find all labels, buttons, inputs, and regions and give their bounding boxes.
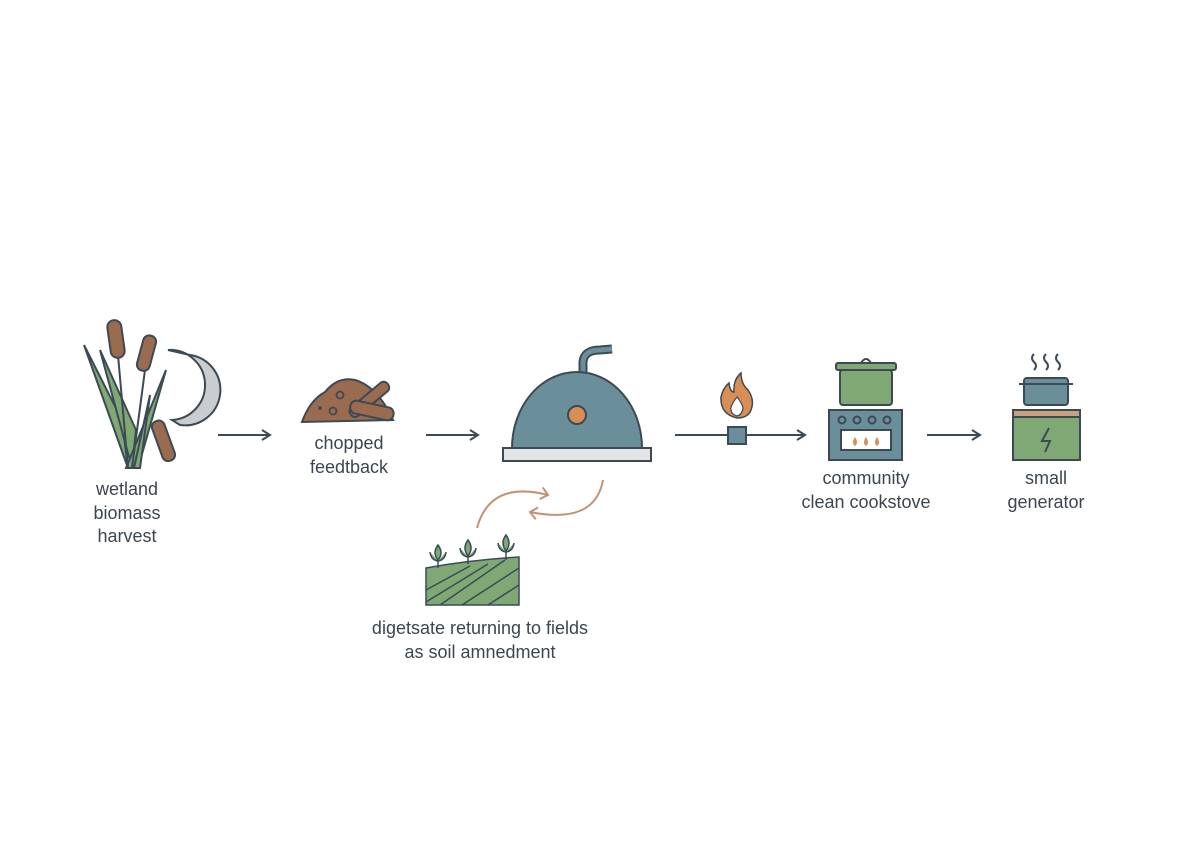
label-line: generator (1007, 491, 1085, 512)
label-line: wetland (95, 479, 159, 499)
gas-flame-valve-icon (675, 371, 807, 445)
label-line: biomass (93, 502, 161, 523)
biogas-digester-dome-icon (502, 344, 652, 462)
label-line: small (1024, 468, 1067, 488)
node-label-digestate: digetsate returning to fields as soil am… (372, 617, 588, 664)
label-line: as soil amnedment (404, 641, 556, 662)
chopped-biomass-pile-icon (300, 378, 395, 424)
return-arrow (528, 479, 604, 520)
label-line: feedtback (309, 456, 389, 477)
node-label-generator: small generator (1007, 467, 1084, 514)
node-label-harvest: wetland biomass harvest (93, 478, 160, 549)
return-arrow (476, 486, 550, 529)
label-line: harvest (97, 526, 157, 546)
generator-with-pot-icon (1012, 353, 1081, 461)
node-label-cookstove: community clean cookstove (801, 467, 930, 514)
label-line: community (822, 468, 910, 488)
label-line: digetsate returning to fields (371, 618, 589, 638)
crop-field-icon (425, 533, 520, 606)
node-label-feedstock: chopped feedtback (310, 432, 388, 479)
cattail-reeds-and-sickle-icon (83, 319, 222, 469)
cookstove-with-pot-icon (828, 358, 903, 461)
label-line: chopped (314, 433, 384, 453)
label-line: clean cookstove (801, 491, 931, 512)
